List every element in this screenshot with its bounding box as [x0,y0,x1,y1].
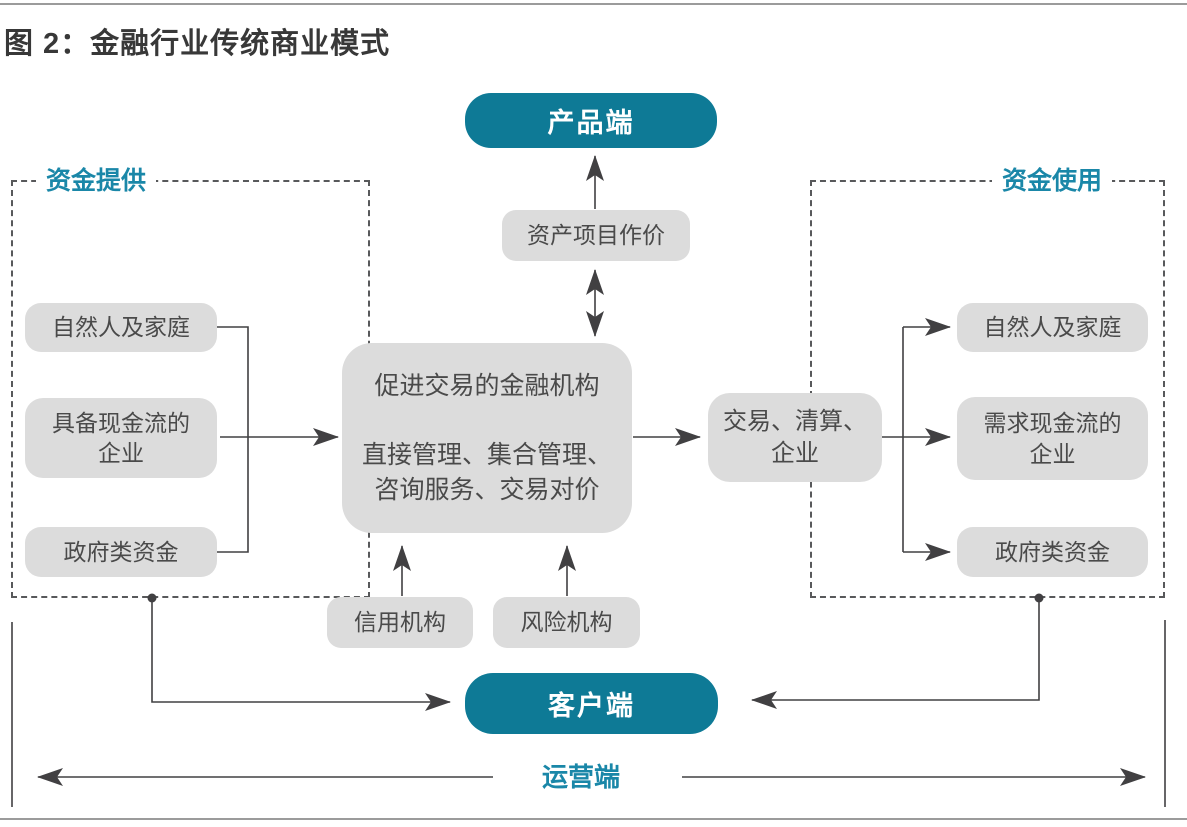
risk-agency-box: 风险机构 [493,597,640,648]
usage-item-individuals: 自然人及家庭 [957,303,1148,352]
figure-title: 图 2：金融行业传统商业模式 [4,28,391,60]
top-rule [0,3,1187,5]
supply-item-individuals: 自然人及家庭 [25,303,217,352]
asset-pricing-box: 资产项目作价 [502,210,690,261]
usage-item-cashflow-enterprises: 需求现金流的 企业 [957,397,1148,480]
client-end-box: 客户端 [465,673,718,734]
center-institution-box: 促进交易的金融机构 直接管理、集合管理、 咨询服务、交易对价 [342,343,632,533]
usage-group-frame [810,180,1165,598]
operation-end-label: 运营端 [530,757,633,794]
product-end-box: 产品端 [465,93,717,148]
supply-item-cashflow-enterprises: 具备现金流的 企业 [25,398,217,478]
credit-agency-box: 信用机构 [327,597,473,648]
bottom-rule [0,818,1187,820]
trade-clearing-box: 交易、清算、 企业 [708,393,882,482]
usage-to-client-connector [751,593,1044,709]
supply-item-government-funds: 政府类资金 [25,527,217,577]
usage-group-label: 资金使用 [992,161,1113,197]
supply-group-label: 资金提供 [36,161,157,197]
usage-item-government-funds: 政府类资金 [957,527,1148,577]
